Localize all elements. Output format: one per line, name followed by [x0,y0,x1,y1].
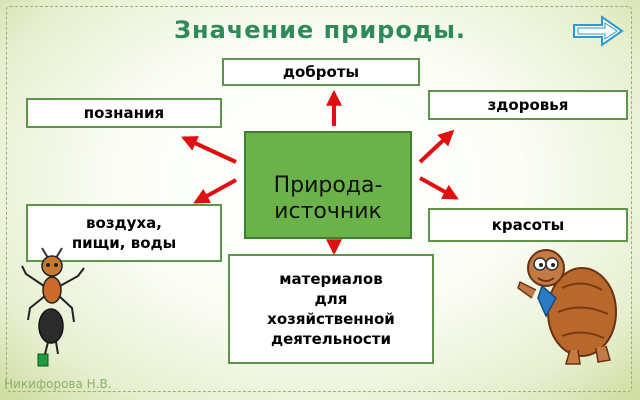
box-materials-line1: материалов [279,269,383,288]
center-box-line2: источник [274,199,382,225]
box-materials: материалов для хозяйственной деятельност… [228,254,434,364]
arrow-lower-left [193,178,237,204]
box-knowledge-label: познания [83,103,165,122]
turtle-illustration-icon [517,249,617,365]
arrow-upper-right [418,129,455,164]
arrow-lower-right [419,176,459,200]
center-box-line1: Природа- [273,173,383,198]
box-beauty-label: красоты [491,215,565,234]
next-arrow-icon[interactable] [572,14,624,48]
box-beauty: красоты [428,208,628,242]
box-materials-line4: деятельности [270,330,392,349]
author-credit: Никифорова Н.В. [4,377,112,391]
slide-frame [6,6,632,392]
box-health-label: здоровья [487,95,569,114]
box-knowledge: познания [26,98,222,128]
box-health: здоровья [428,90,628,120]
center-box-nature-source: Природа- источник [244,131,412,239]
box-air-food-water: воздуха, пищи, воды [26,204,222,262]
box-kindness-label: доброты [282,62,360,81]
slide-title: Значение природы. [173,16,467,44]
box-air-food-water-line2: пищи, воды [71,234,177,252]
box-kindness: доброты [222,58,420,86]
box-air-food-water-line1: воздуха, [86,213,162,232]
ant-illustration-icon [21,247,85,367]
box-materials-line2: для [314,289,348,308]
box-materials-line3: хозяйственной [267,310,395,328]
arrow-upper-left [181,136,237,164]
